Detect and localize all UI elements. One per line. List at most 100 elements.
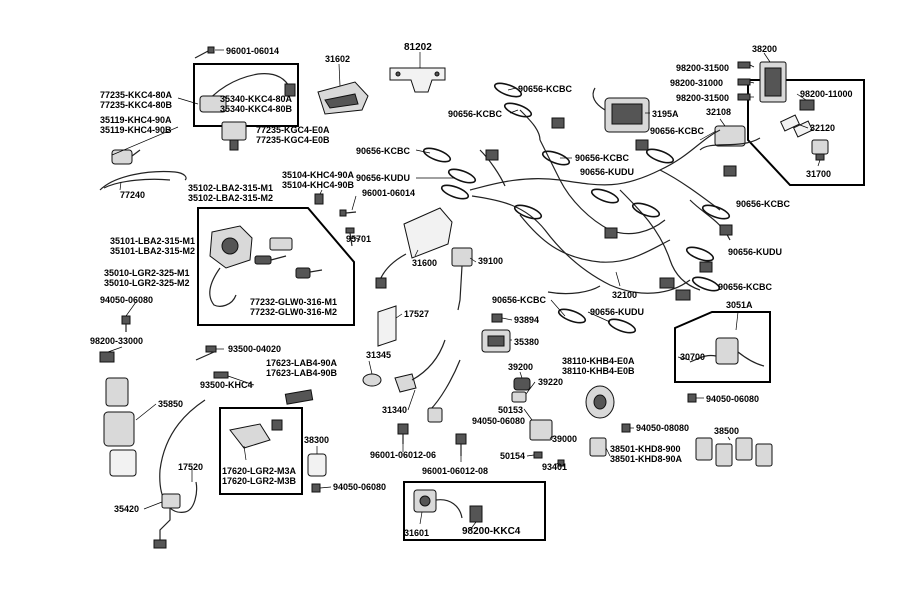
key-cylinder-31601 <box>413 489 463 519</box>
sensor-39220 <box>511 391 527 403</box>
bolt-96001-06014-mid <box>339 209 357 217</box>
label-38300: 38300 <box>304 435 329 445</box>
label-31602: 31602 <box>325 54 350 64</box>
bolt-94050-06080-bottom <box>311 483 321 493</box>
label-35102-lba2-315-m1: 35102-LBA2-315-M1 <box>188 183 273 193</box>
label-98200-31500-b: 98200-31500 <box>676 93 729 103</box>
frame-relay-group <box>747 79 865 186</box>
fuse-98200-31000 <box>737 78 751 86</box>
label-90656-kudu-3: 90656-KUDU <box>728 247 782 257</box>
label-94050-06080-a: 94050-06080 <box>100 295 153 305</box>
label-50153: 50153 <box>498 405 523 415</box>
label-90656-kcbc-6: 90656-KCBC <box>736 199 791 209</box>
bolt-95701 <box>345 227 355 247</box>
label-39200: 39200 <box>508 362 533 372</box>
label-39000: 39000 <box>552 434 577 444</box>
horn-38110 <box>585 385 615 419</box>
label-77240: 77240 <box>120 190 145 200</box>
label-35340-kkc4-80a: 35340-KKC4-80A <box>220 94 293 104</box>
socket-38300 <box>307 453 327 477</box>
label-35119-khc4-90b: 35119-KHC4-90B <box>100 125 172 135</box>
label-77235-kgc4-e0b: 77235-KGC4-E0B <box>256 135 330 145</box>
label-38200: 38200 <box>752 44 777 54</box>
rectifier-3195a <box>592 87 650 133</box>
starter-relay-35850 <box>99 351 137 477</box>
label-94050-06080-b: 94050-06080 <box>706 394 759 404</box>
label-93500-04020: 93500-04020 <box>228 344 281 354</box>
switch-35104 <box>314 193 324 205</box>
label-35101-lba2-315-m1: 35101-LBA2-315-M1 <box>110 236 195 246</box>
regulator-cover-31602 <box>317 81 369 115</box>
label-3195a: 3195A <box>652 109 679 119</box>
clip-17623 <box>284 389 314 405</box>
label-98200-31000: 98200-31000 <box>670 78 723 88</box>
wire-32108 <box>699 125 761 151</box>
label-93401: 93401 <box>542 462 567 472</box>
label-17527: 17527 <box>404 309 429 319</box>
sensor-39200 <box>513 377 531 391</box>
latch-77235-kgc4 <box>221 121 247 151</box>
clip-93500-04020 <box>195 345 217 361</box>
label-90656-kudu-4: 90656-KUDU <box>590 307 644 317</box>
label-17520: 17520 <box>178 462 203 472</box>
relays-38500 <box>695 437 773 467</box>
label-96001-06012-08: 96001-06012-08 <box>422 466 488 476</box>
label-31340: 31340 <box>382 405 407 415</box>
label-17620-lgr2-m3a: 17620-LGR2-M3A <box>222 466 297 476</box>
bracket-17527 <box>377 305 397 347</box>
label-38110-khb4-e0a: 38110-KHB4-E0A <box>562 356 635 366</box>
fuse-98200-kkc4 <box>469 505 483 523</box>
label-38501-khd8-900: 38501-KHD8-900 <box>610 444 681 454</box>
fuse-98200-31500-a <box>737 61 751 69</box>
leader-lines <box>107 49 821 531</box>
relay-38501 <box>589 437 607 457</box>
bolt-96001-06014-top <box>194 46 215 59</box>
label-90656-kcbc-4: 90656-KCBC <box>575 153 630 163</box>
main-harness-32100 <box>469 109 737 301</box>
harness-clamps-90656 <box>422 82 731 334</box>
relay-39000 <box>529 419 553 441</box>
label-93894: 93894 <box>514 315 539 325</box>
label-39100: 39100 <box>478 256 503 266</box>
label-90656-kcbc-2: 90656-KCBC <box>448 109 503 119</box>
label-35340-kkc4-80b: 35340-KKC4-80B <box>220 104 293 114</box>
fuse-98200-31500-b <box>737 93 751 101</box>
label-31700: 31700 <box>806 169 831 179</box>
brake-switch-35119 <box>111 149 141 165</box>
label-98200-kkc4: 98200-KKC4 <box>462 526 521 537</box>
relay-31700 <box>811 139 829 161</box>
clip-93894 <box>491 313 503 323</box>
label-17623-lab4-90a: 17623-LAB4-90A <box>266 358 338 368</box>
sensor-31345 <box>362 373 382 387</box>
relay-35380 <box>481 329 511 353</box>
label-35101-lba2-315-m2: 35101-LBA2-315-M2 <box>110 246 195 256</box>
clip-93500-khc4 <box>213 371 229 379</box>
frame-speedometer-cable-group <box>219 407 303 495</box>
label-94050-06080-c: 94050-06080 <box>472 416 525 426</box>
label-77232-glw0-316-m2: 77232-GLW0-316-M2 <box>250 307 337 317</box>
label-38500: 38500 <box>714 426 739 436</box>
label-77235-kgc4-e0a: 77235-KGC4-E0A <box>256 125 330 135</box>
label-31600: 31600 <box>412 258 437 268</box>
label-90656-kudu-2: 90656-KUDU <box>356 173 410 183</box>
label-32120: 32120 <box>810 123 835 133</box>
label-17620-lgr2-m3b: 17620-LGR2-M3B <box>222 476 297 486</box>
frame-ignition-switch-group <box>197 207 355 326</box>
fuse-box-38200 <box>759 61 787 103</box>
label-31601: 31601 <box>404 528 429 538</box>
ignition-switch-35101 <box>209 225 253 307</box>
label-35102-lba2-315-m2: 35102-LBA2-315-M2 <box>188 193 273 203</box>
label-35420: 35420 <box>114 504 139 514</box>
label-98200-31500-a: 98200-31500 <box>676 63 729 73</box>
label-77235-kkc4-80b: 77235-KKC4-80B <box>100 100 173 110</box>
label-35104-khc4-90b: 35104-KHC4-90B <box>282 180 355 190</box>
cable-77240 <box>99 171 187 191</box>
switch-35420 <box>153 493 181 549</box>
fuse-holder-32120 <box>779 114 814 138</box>
label-17623-lab4-90b: 17623-LAB4-90B <box>266 368 338 378</box>
starter-relay-39100 <box>451 247 473 311</box>
label-90656-kcbc-8: 90656-KCBC <box>492 295 547 305</box>
label-98200-33000: 98200-33000 <box>90 336 143 346</box>
label-93500-khc4: 93500-KHC4 <box>200 380 253 390</box>
